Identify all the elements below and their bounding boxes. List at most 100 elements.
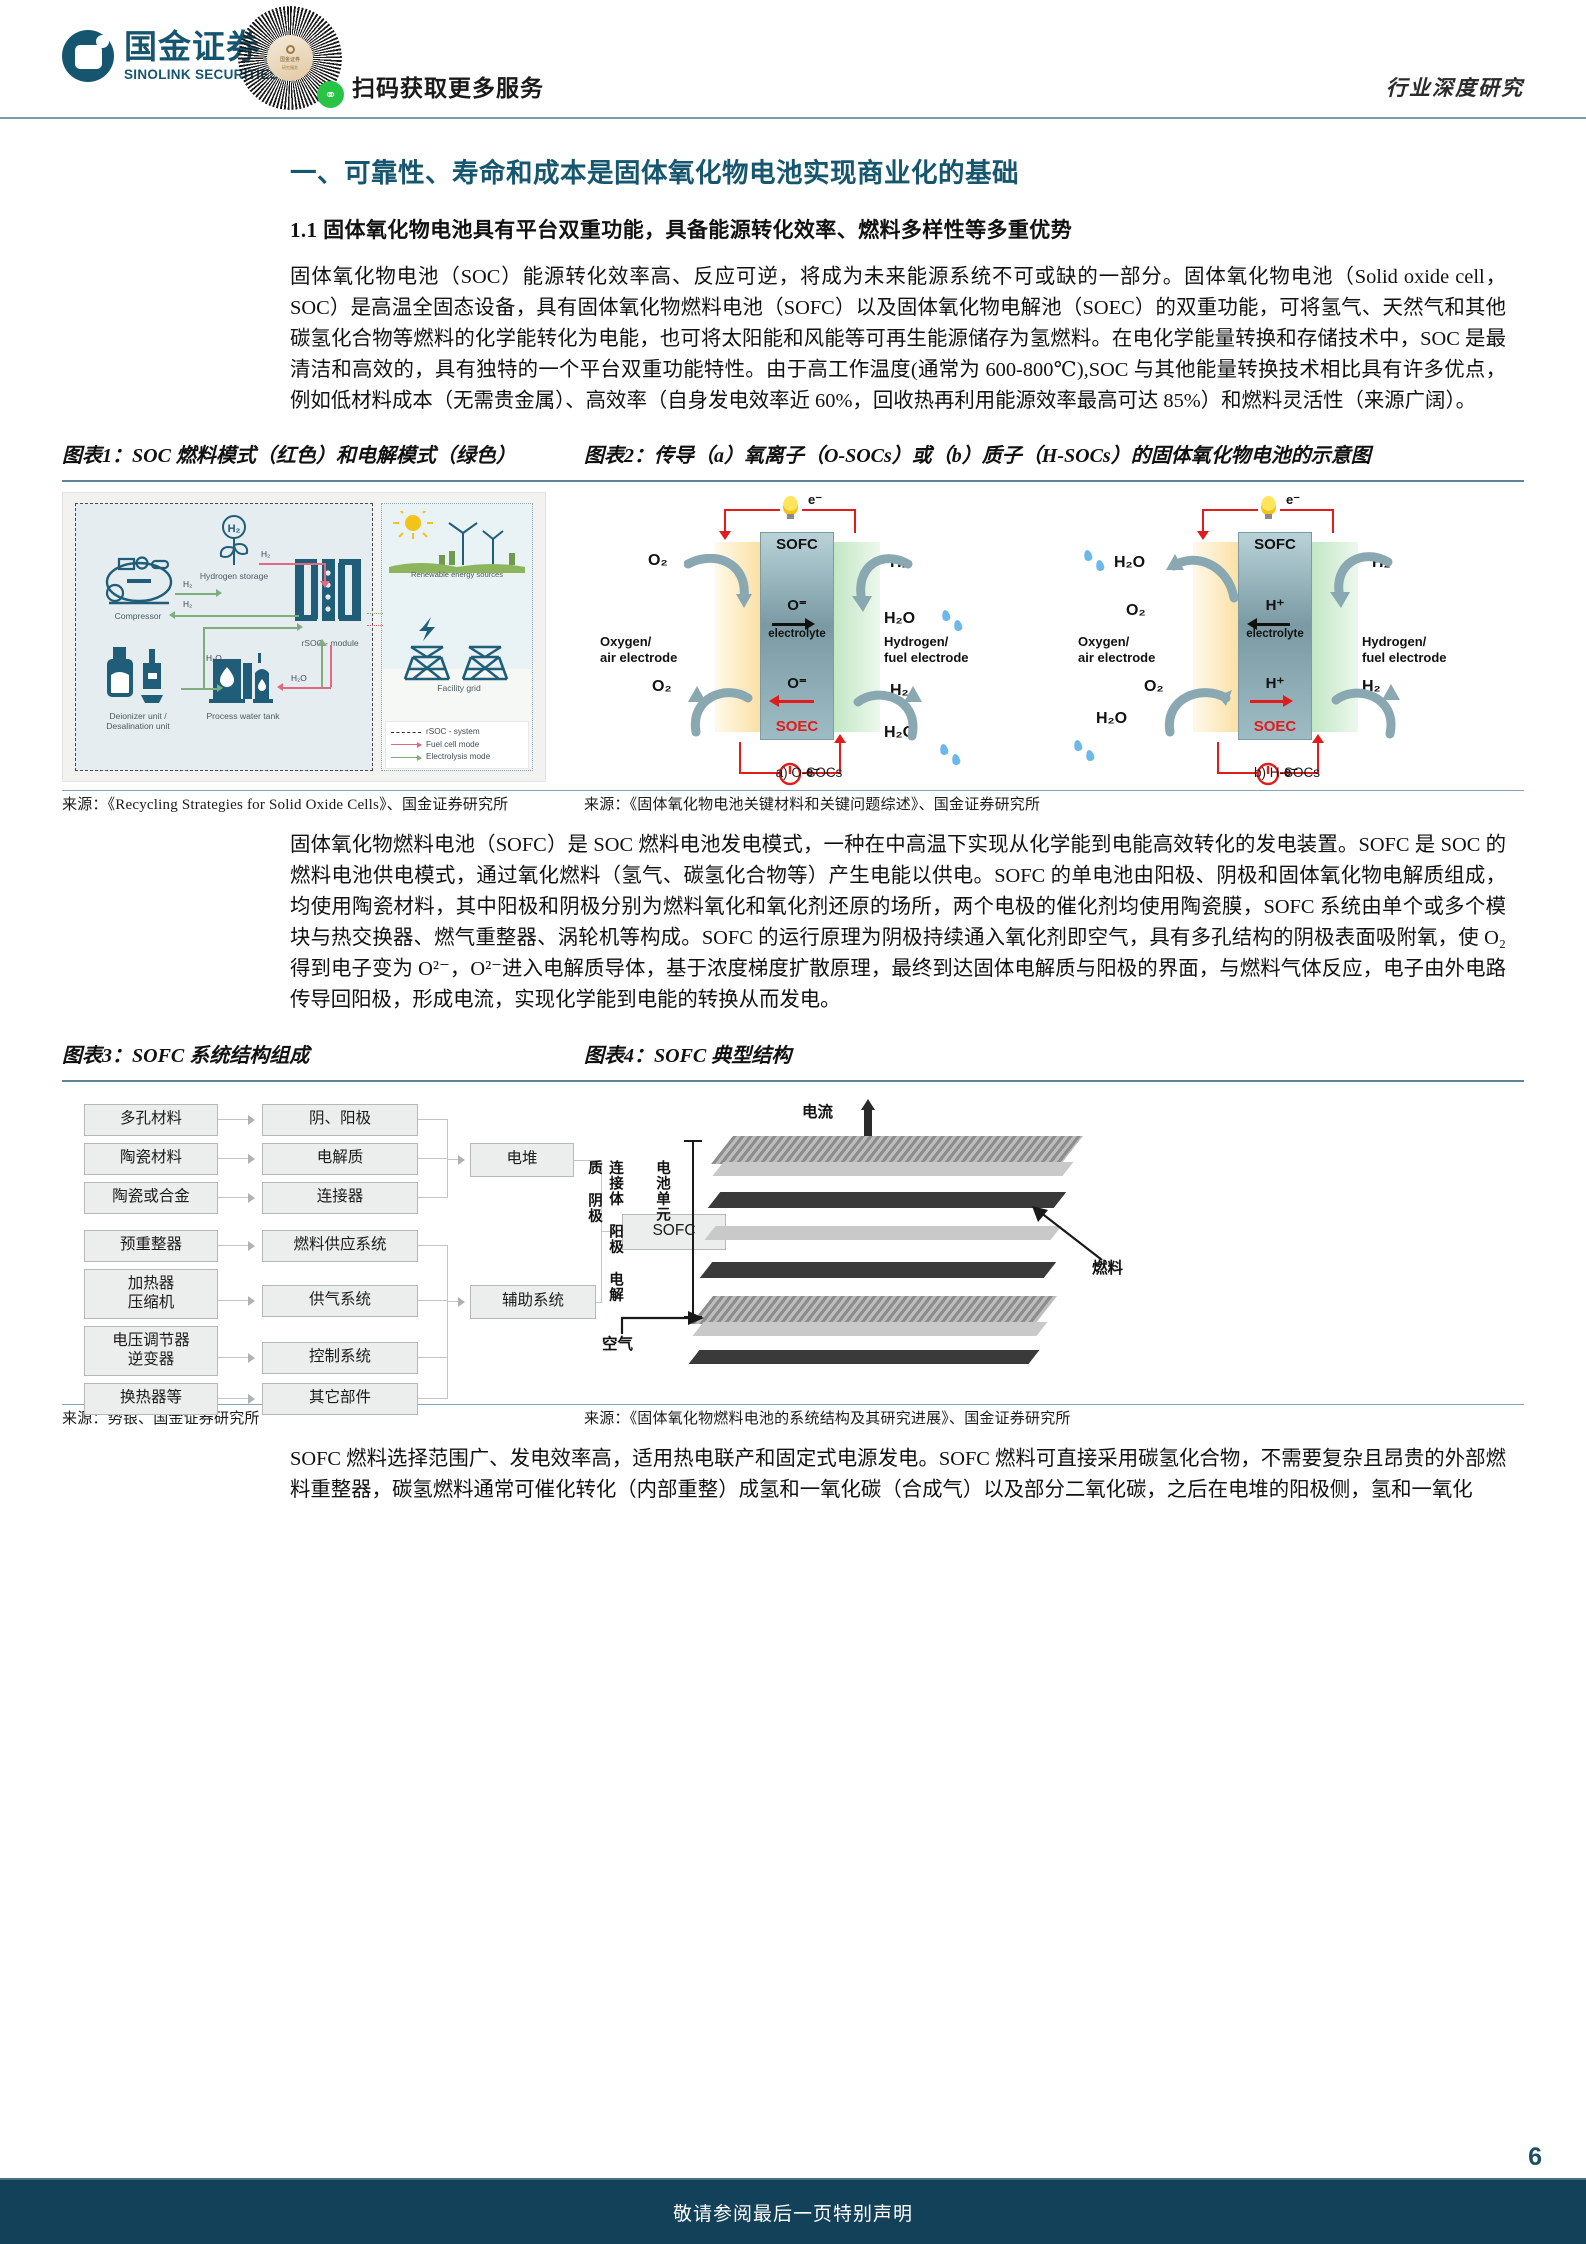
flow-arrow-green-1	[213, 614, 299, 617]
fig4-plate-electrolyte	[704, 1225, 1062, 1240]
page-footer: 敬请参阅最后一页特别声明	[0, 2180, 1586, 2244]
legend-swatch-red-arrow-icon	[391, 741, 422, 748]
species-o2-bottom-b: O₂	[1144, 677, 1164, 695]
legend-label-2: Electrolysis mode	[426, 752, 491, 762]
fig3-bus-a-vert	[447, 1118, 449, 1198]
soec-tag-a: SOEC	[775, 717, 819, 735]
flow-label-h2o-a: H₂O	[206, 652, 222, 663]
gas-flow-curve-a2	[852, 554, 913, 612]
soec-wire-bottom-l-a	[739, 771, 779, 774]
electrolyte-layer-b	[1238, 531, 1312, 740]
ion-arrowhead-top-b	[1247, 617, 1257, 630]
fig3-box-c2-0: 阴、阳极	[262, 1103, 418, 1136]
soec-wire-right-b	[1317, 741, 1319, 774]
fig3-bus-b-vert	[447, 1244, 449, 1399]
figure-row-2-bottom-divider	[62, 1403, 1524, 1405]
gas-flow-curve-a1	[684, 553, 752, 608]
deionizer-label: Deionizer unit / Desalination unit	[106, 710, 170, 732]
flow-arrow-green-down	[203, 626, 205, 689]
qr-code-block[interactable]: 国金证券 研究服务 ⚭	[238, 6, 344, 110]
gas-flow-curve-b4	[1331, 683, 1400, 739]
panel-o-socs: SOFC SOEC electrolyte O⁼ O⁼	[574, 491, 1044, 786]
figure-3-caption: 图表3：SOFC 系统结构组成	[62, 1044, 310, 1067]
source-row-2: 来源：势银、国金证券研究所 来源：《固体氧化物燃料电池的系统结构及其研究进展》、…	[62, 1407, 1524, 1428]
document-content: 一、可靠性、寿命和成本是固体氧化物电池实现商业化的基础 1.1 固体氧化物电池具…	[0, 156, 1586, 1506]
process-water-tank-label: Process water tank	[206, 710, 280, 721]
fig3-arrow-1	[248, 1153, 255, 1164]
fig3-line-4	[218, 1299, 250, 1301]
fuel-electrode-label-a: Hydrogen/ fuel electrode	[884, 633, 969, 665]
figure-1-cell: H₂ Hydrogen storage Compressor	[62, 482, 574, 782]
figure-2-cell: SOFC SOEC electrolyte O⁼ O⁼	[574, 482, 1534, 786]
qr-emblem-line1: 国金证券	[279, 57, 300, 63]
hydrogen-plant-icon: H₂	[219, 514, 249, 565]
fig3-line-1	[218, 1157, 250, 1159]
fig4-fuel-arrow	[1032, 1205, 1103, 1261]
fig3-box-c1-2: 陶瓷或合金	[84, 1181, 218, 1214]
figure-4-cell: 电流 连接体 阳极 电解质 阴极 电池单元	[574, 1082, 1524, 1396]
fig4-fuel-label: 燃料	[1092, 1259, 1124, 1277]
logo-name-cn: 国金证券	[124, 28, 260, 66]
report-type-label: 行业深度研究	[1386, 76, 1524, 100]
flow-arrowhead-1	[216, 588, 222, 597]
figure-3-cell: 多孔材料 陶瓷材料 陶瓷或合金 预重整器 加热器 压缩机 电压调节器 逆变器 换…	[62, 1082, 726, 1415]
circuit-down-right-b	[1332, 508, 1334, 533]
electrolyte-label-a: electrolyte	[768, 627, 826, 640]
fig4-dim-cap-top	[684, 1139, 702, 1142]
fig4-plate-cathode	[699, 1261, 1057, 1278]
fig3-bus-b2	[418, 1299, 448, 1301]
qr-emblem-dot-icon	[285, 45, 295, 54]
fig3-bus-a-out	[447, 1158, 461, 1160]
sinolink-logo-icon	[62, 30, 114, 82]
fig3-bus-b1	[418, 1244, 448, 1246]
circuit-down-right-a	[854, 508, 856, 533]
flow-arrow-fuel-in	[259, 562, 325, 565]
water-drop-icon-a3	[938, 743, 950, 756]
flow-arrow-red-1	[281, 686, 331, 689]
fig4-plate-bottom	[688, 1349, 1040, 1364]
fig3-line-2	[218, 1196, 250, 1198]
species-h2o-bottom-b: H₂O	[1096, 709, 1128, 727]
figure-2-caption: 图表2：传导（a）氧离子（O-SOCs）或（b）质子（H-SOCs）的固体氧化物…	[584, 444, 1371, 467]
page-number: 6	[1528, 2143, 1542, 2171]
hydrogen-storage-label: Hydrogen storage	[199, 570, 269, 581]
rsoc-module-label: rSOC - module	[301, 637, 359, 648]
header-divider	[0, 117, 1586, 119]
light-bulb-icon-b	[1261, 495, 1276, 519]
fig4-current-arrowhead	[861, 1098, 875, 1110]
page-header: 国金证券 SINOLINK SECURITIES 国金证券 研究服务 ⚭ 扫码获…	[0, 0, 1586, 119]
source-row-1: 来源：《Recycling Strategies for Solid Oxide…	[62, 793, 1524, 814]
fig3-line-6	[218, 1397, 250, 1399]
fig3-line-3	[218, 1244, 250, 1246]
circuit-wire-right-b	[1280, 508, 1334, 511]
light-bulb-icon-a	[783, 495, 798, 519]
water-drop-icon-a4	[950, 753, 962, 766]
facility-grid-label: Facility grid	[437, 682, 481, 693]
species-h2o-top-b: H₂O	[1114, 553, 1146, 571]
fig3-arrow-5	[248, 1352, 255, 1363]
svg-text:H₂: H₂	[228, 523, 241, 535]
circuit-arrowhead-b	[1197, 530, 1209, 540]
figure-row-2-divider	[62, 1079, 1524, 1082]
qr-code-icon[interactable]: 国金证券 研究服务 ⚭	[238, 6, 344, 110]
flow-arrow-green-up	[321, 644, 323, 687]
ion-label-bottom-b: H⁺	[1265, 674, 1285, 692]
species-o2-top-b: O₂	[1126, 601, 1146, 619]
figure-1-legend: rSOC - system Fuel cell mode Electrolysi…	[385, 720, 529, 769]
paragraph-2: 固体氧化物燃料电池（SOFC）是 SOC 燃料电池发电模式，一种在中高温下实现从…	[290, 834, 1506, 1012]
electron-label-a: e⁻	[808, 491, 823, 507]
flow-arrowhead-4	[297, 622, 303, 631]
circuit-down-left-a	[724, 508, 726, 533]
facility-grid-icon	[403, 616, 509, 681]
fig4-dimension-line	[692, 1141, 694, 1318]
footer-divider	[0, 2178, 1586, 2180]
fig3-box-c1-0: 多孔材料	[84, 1103, 218, 1136]
fig3-box-c2-2: 连接器	[262, 1181, 418, 1214]
ion-label-top-b: H⁺	[1265, 596, 1285, 614]
deionizer-unit-icon	[107, 646, 163, 703]
fig4-plate-rib-under-top	[712, 1161, 1074, 1176]
compressor-label: Compressor	[114, 610, 162, 621]
flow-arrowhead-7	[317, 638, 327, 646]
flow-arrowhead-3	[320, 580, 330, 588]
oxygen-electrode-label-a: Oxygen/ air electrode	[600, 633, 678, 665]
